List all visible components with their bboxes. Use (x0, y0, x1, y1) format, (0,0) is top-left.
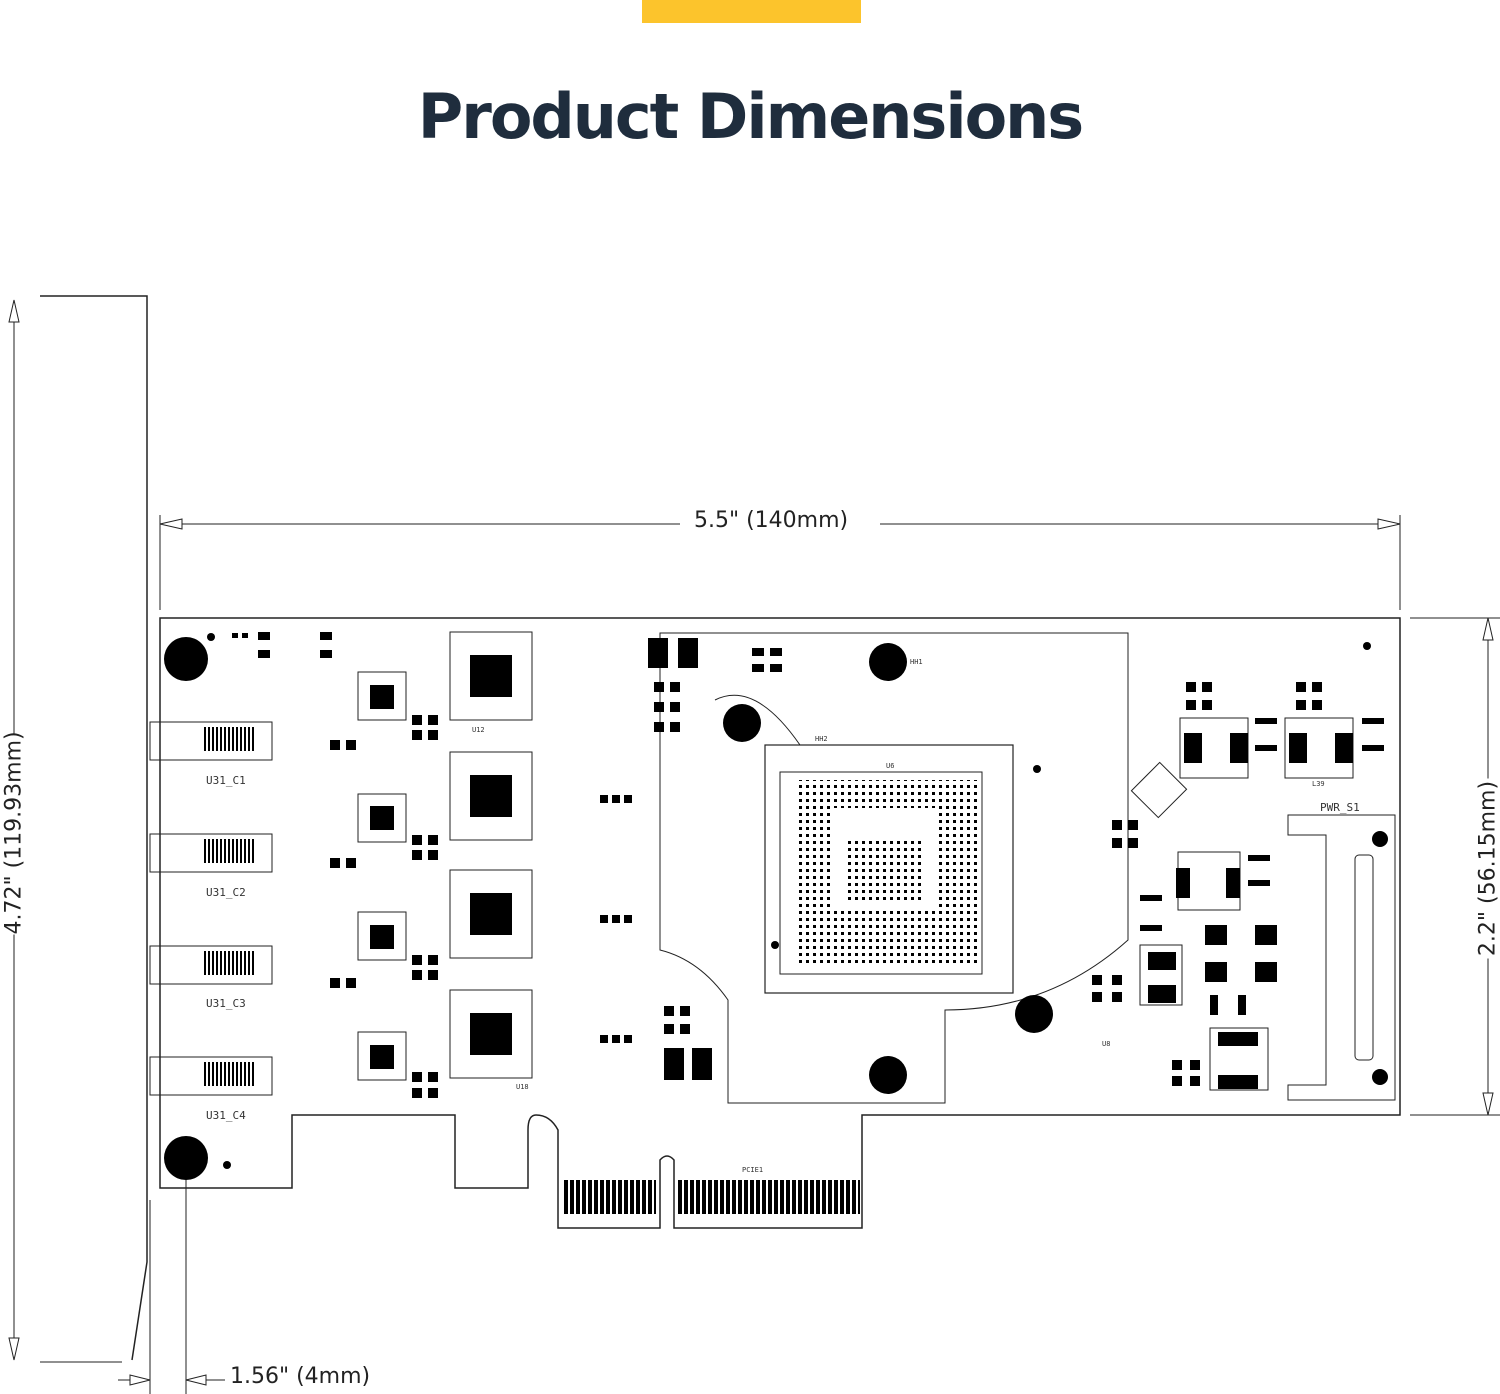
connector-label: PWR_S1 (1320, 801, 1360, 814)
pcie-fingers (678, 1180, 860, 1214)
chip-label-u18: U18 (516, 1083, 529, 1091)
chip-label-hh1: HH1 (910, 658, 923, 666)
main-chip (764, 744, 1014, 994)
mounting-hole (869, 643, 907, 681)
port-label-c4: U31_C4 (206, 1109, 246, 1122)
mounting-hole (164, 1136, 208, 1180)
port-c3 (149, 945, 273, 985)
port-c4 (149, 1056, 273, 1096)
bracket-offset-label: 1.56" (4mm) (230, 1364, 371, 1389)
chip-label-u12: U12 (472, 726, 485, 734)
pcie-fingers (562, 1180, 656, 1214)
chip-label-hh2: HH2 (815, 735, 828, 743)
chip-label-u6: U6 (886, 762, 895, 770)
width-dimension-label: 5.5" (140mm) (686, 508, 857, 533)
port-c1 (149, 721, 273, 761)
power-connector-outline (1287, 814, 1396, 1101)
port-label-c3: U31_C3 (206, 997, 246, 1010)
mounting-hole (1015, 995, 1053, 1033)
mounting-hole (869, 1056, 907, 1094)
chip-label-l39: L39 (1312, 780, 1325, 788)
board-height-label: 2.2" (56.15mm) (1475, 778, 1500, 959)
bracket-height-label: 4.72" (119.93mm) (1, 731, 27, 935)
chip-label-u8: U8 (1102, 1040, 1111, 1048)
bracket-outline (40, 295, 148, 1361)
page-title: Product Dimensions (417, 80, 1084, 153)
accent-bar (642, 0, 861, 23)
port-c2 (149, 833, 273, 873)
pcb-board-outline (159, 617, 1401, 1229)
mounting-hole (164, 637, 208, 681)
edge-label: PCIE1 (742, 1166, 764, 1174)
mounting-hole (723, 704, 761, 742)
port-label-c2: U31_C2 (206, 886, 246, 899)
port-label-c1: U31_C1 (206, 774, 246, 787)
